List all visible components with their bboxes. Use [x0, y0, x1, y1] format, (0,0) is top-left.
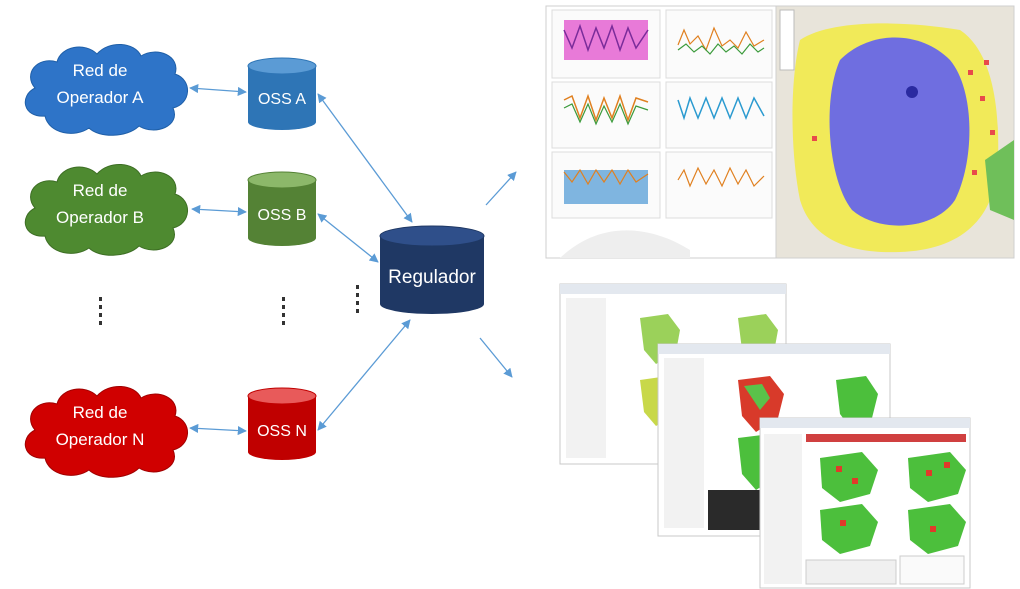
chart-panel-6: [665, 151, 773, 219]
arrow-oss-n-regulator: [317, 319, 411, 431]
arrow-regulator-top-screen: [485, 171, 517, 206]
cloud-operator-a-line2: Operador A: [57, 88, 145, 107]
arrow-oss-a-regulator: [317, 93, 413, 223]
cloud-operator-a: Red de Operador A: [24, 43, 189, 136]
cloud-operator-n: Red de Operador N: [24, 385, 189, 478]
arrow-oss-b-regulator: [317, 213, 379, 263]
oss-n-label: OSS N: [257, 423, 307, 440]
cloud-operator-a-line1: Red de: [73, 61, 128, 80]
arrow-cloud-a-oss-a: [189, 84, 247, 96]
chart-panel-3: [551, 81, 661, 149]
chart-panel-5: [551, 151, 661, 219]
arrow-cloud-b-oss-b: [191, 204, 247, 217]
regulator-database: Regulador: [379, 225, 485, 314]
chart-panel-4: [665, 81, 773, 149]
ellipsis-regulator: [356, 285, 359, 313]
chart-panel-1: [551, 9, 661, 79]
cloud-operator-n-line1: Red de: [73, 403, 128, 422]
oss-b-label: OSS B: [258, 207, 307, 224]
cloud-operator-b-line1: Red de: [73, 181, 128, 200]
oss-a-database: OSS A: [247, 57, 317, 130]
report-screenshot-front: [759, 417, 971, 589]
cloud-operator-n-line2: Operador N: [56, 430, 145, 449]
regulator-label: Regulador: [388, 267, 476, 288]
coverage-map-screenshot: [775, 5, 1015, 259]
arrow-cloud-n-oss-n: [189, 423, 247, 436]
ellipsis-clouds: [99, 297, 102, 325]
cloud-operator-b-line2: Operador B: [56, 208, 144, 227]
cloud-operator-b: Red de Operador B: [24, 163, 189, 256]
chart-panel-2: [665, 9, 773, 79]
oss-b-database: OSS B: [247, 171, 317, 246]
ellipsis-oss: [282, 297, 285, 325]
oss-n-database: OSS N: [247, 387, 317, 460]
dashboard-screenshot-charts: [545, 5, 779, 259]
oss-a-label: OSS A: [258, 91, 306, 108]
arrow-regulator-bottom-screen: [479, 337, 513, 378]
